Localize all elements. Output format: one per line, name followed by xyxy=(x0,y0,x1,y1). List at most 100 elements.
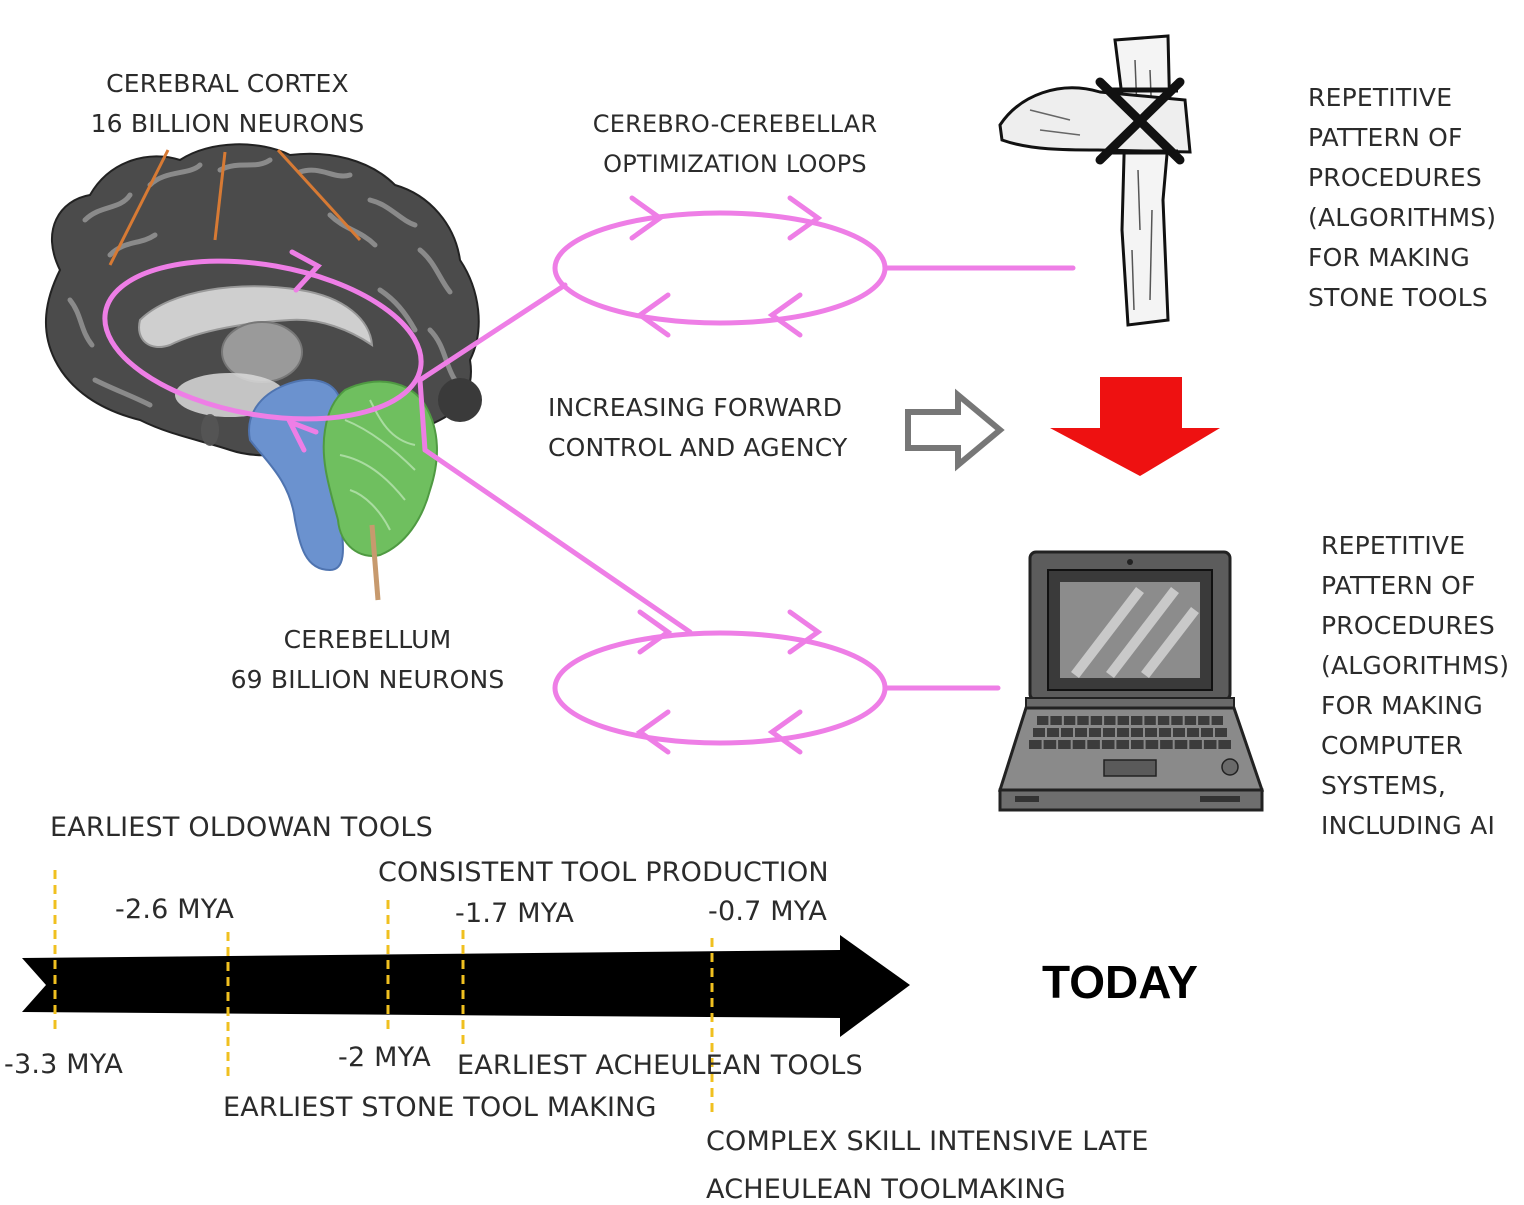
keyboard-key xyxy=(1117,728,1129,737)
mya-2-label: -2 MYA xyxy=(338,1042,431,1073)
keyboard-key xyxy=(1029,740,1042,749)
keyboard-key xyxy=(1215,728,1227,737)
cortex-label-line1: CEREBRAL CORTEX xyxy=(106,69,349,98)
cerebral-cortex-label: CEREBRAL CORTEX 16 BILLION NEURONS xyxy=(55,64,400,144)
cortex-pointer-lines xyxy=(108,148,362,266)
stone-tools-line: STONE TOOLS xyxy=(1308,283,1488,312)
keyboard-key xyxy=(1173,728,1185,737)
cerebellum-label-line2: 69 BILLION NEURONS xyxy=(230,665,505,694)
cerebellum-label: CEREBELLUM 69 BILLION NEURONS xyxy=(195,620,540,700)
mya-1-7-label: -1.7 MYA xyxy=(455,898,575,929)
keyboard-key xyxy=(1131,728,1143,737)
keyboard-key xyxy=(1157,716,1170,725)
computer-algorithms-label: REPETITIVE PATTERN OF PROCEDURES (ALGORI… xyxy=(1321,526,1509,846)
keyboard-key xyxy=(1144,716,1156,725)
loops-label-line2: OPTIMIZATION LOOPS xyxy=(603,150,867,178)
keyboard-key xyxy=(1063,716,1076,725)
keyboard-key xyxy=(1174,740,1188,749)
keyboard-key xyxy=(1089,728,1101,737)
earliest-stone-toolmaking-label: EARLIEST STONE TOOL MAKING xyxy=(223,1092,657,1123)
brain-illustration xyxy=(44,143,482,572)
stone-tools-line: PATTERN OF xyxy=(1308,123,1463,152)
keyboard-key xyxy=(1218,740,1231,749)
cerebellum-pointer-line xyxy=(369,524,381,601)
hafted-stone-tool-icon xyxy=(998,34,1192,327)
keyboard-key xyxy=(1090,716,1103,725)
lower-optimization-loop xyxy=(552,609,1001,755)
keyboard-key xyxy=(1184,716,1197,725)
earliest-oldowan-label: EARLIEST OLDOWAN TOOLS xyxy=(50,812,433,843)
computers-line: COMPUTER xyxy=(1321,731,1464,760)
laptop-computer-icon xyxy=(997,550,1265,812)
keyboard-key xyxy=(1131,716,1143,725)
red-down-arrow-icon xyxy=(1050,377,1220,476)
keyboard-key xyxy=(1077,716,1089,725)
computers-line: PROCEDURES xyxy=(1321,611,1495,640)
keyboard-key xyxy=(1033,728,1045,737)
loop-connectors xyxy=(417,282,693,635)
screen-glare xyxy=(1071,586,1199,679)
computers-line: REPETITIVE xyxy=(1321,531,1466,560)
keyboard-key xyxy=(1159,728,1171,737)
cerebellum-folia xyxy=(339,399,416,531)
stone-tools-line: REPETITIVE xyxy=(1308,83,1453,112)
keyboard-key xyxy=(1072,740,1086,749)
keyboard-key xyxy=(1187,728,1199,737)
keyboard-key xyxy=(1087,740,1100,749)
computers-line: (ALGORITHMS) xyxy=(1321,651,1510,680)
keyboard-key xyxy=(1117,716,1129,725)
gyri-texture xyxy=(67,157,458,408)
timeline xyxy=(22,870,910,1118)
hollow-right-arrow-icon xyxy=(905,388,1005,472)
late-acheulean-line1: COMPLEX SKILL INTENSIVE LATE xyxy=(706,1126,1149,1157)
keyboard-key xyxy=(1061,728,1073,737)
keyboard-key xyxy=(1145,728,1157,737)
timeline-markers xyxy=(53,870,714,1118)
keyboard-key xyxy=(1171,716,1183,725)
stone-tools-line: FOR MAKING xyxy=(1308,243,1470,272)
keyboard-key xyxy=(1104,716,1116,725)
keyboard-key xyxy=(1101,740,1115,749)
late-acheulean-line2: ACHEULEAN TOOLMAKING xyxy=(706,1174,1066,1205)
keyboard-key xyxy=(1037,716,1049,725)
keyboard-key xyxy=(1145,740,1159,749)
late-acheulean-label: COMPLEX SKILL INTENSIVE LATE ACHEULEAN T… xyxy=(706,1122,1149,1205)
computers-line: SYSTEMS, xyxy=(1321,771,1447,800)
keyboard-key xyxy=(1075,728,1087,737)
forward-control-label: INCREASING FORWARD CONTROL AND AGENCY xyxy=(548,388,847,468)
keyboard-key xyxy=(1160,740,1173,749)
computers-line: INCLUDING AI xyxy=(1321,811,1496,840)
mya-0-7-label: -0.7 MYA xyxy=(708,896,828,927)
keyboard-key xyxy=(1198,716,1210,725)
keyboard-key xyxy=(1189,740,1202,749)
keyboard-key xyxy=(1211,716,1223,725)
keyboard-key xyxy=(1058,740,1071,749)
corpus-callosum-shape xyxy=(138,285,374,348)
stone-tools-line: PROCEDURES xyxy=(1308,163,1482,192)
earliest-acheulean-label: EARLIEST ACHEULEAN TOOLS xyxy=(457,1050,863,1081)
loops-label-line1: CEREBRO-CEREBELLAR xyxy=(592,110,878,138)
cerebellum-shape xyxy=(322,380,438,557)
cortex-label-line2: 16 BILLION NEURONS xyxy=(90,109,365,138)
consistent-production-label: CONSISTENT TOOL PRODUCTION xyxy=(378,857,829,888)
laptop-keyboard xyxy=(1029,716,1231,749)
mya-2-6-label: -2.6 MYA xyxy=(115,894,235,925)
forward-label-line2: CONTROL AND AGENCY xyxy=(548,433,848,462)
timeline-arrow-bar xyxy=(22,935,910,1037)
keyboard-key xyxy=(1043,740,1057,749)
stone-tools-line: (ALGORITHMS) xyxy=(1308,203,1497,232)
keyboard-key xyxy=(1131,740,1144,749)
keyboard-key xyxy=(1103,728,1115,737)
keyboard-key xyxy=(1116,740,1129,749)
mya-3-3-label: -3.3 MYA xyxy=(4,1049,124,1080)
keyboard-key xyxy=(1047,728,1059,737)
brain-loop xyxy=(102,249,424,453)
forward-label-line1: INCREASING FORWARD xyxy=(548,393,843,422)
cerebellum-label-line1: CEREBELLUM xyxy=(283,625,452,654)
computers-line: FOR MAKING xyxy=(1321,691,1483,720)
upper-optimization-loop xyxy=(552,195,1076,338)
today-label: TODAY xyxy=(1042,956,1198,1008)
keyboard-key xyxy=(1201,728,1213,737)
